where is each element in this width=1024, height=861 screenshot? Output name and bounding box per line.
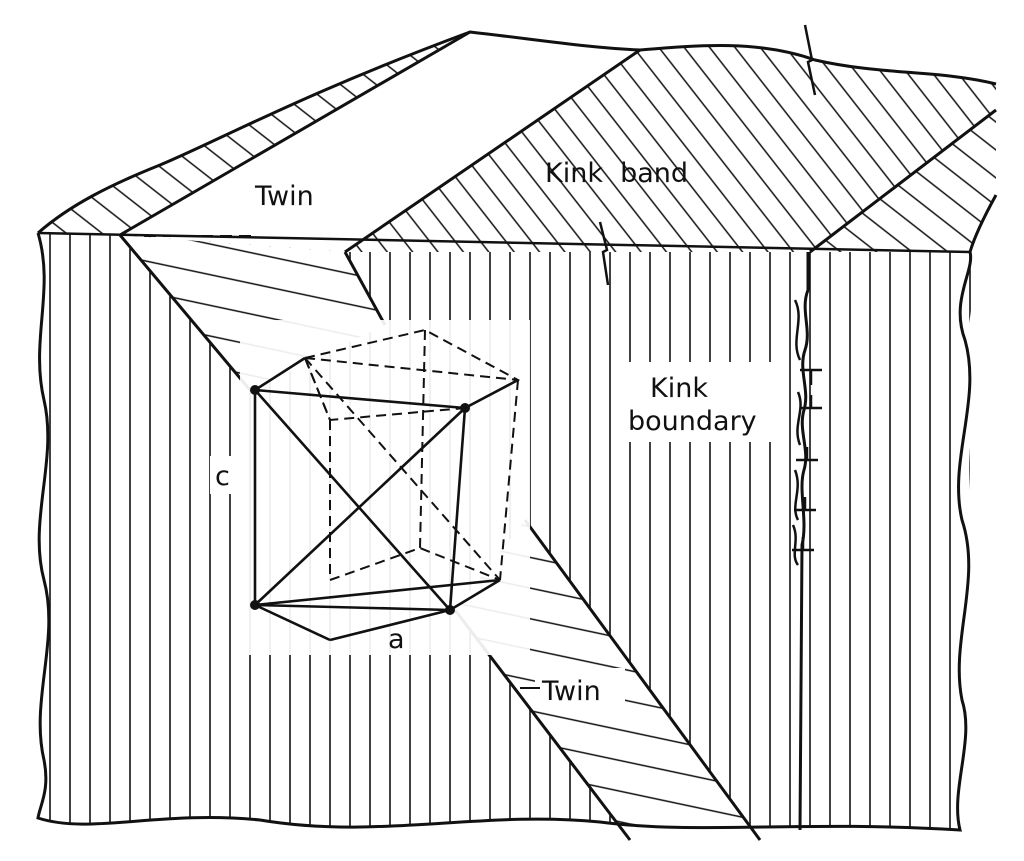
kink-boundary-line bbox=[798, 252, 810, 831]
label-kink-boundary-line2: boundary bbox=[628, 406, 757, 437]
atom-top-right bbox=[460, 403, 470, 413]
label-axis-c: c bbox=[215, 461, 230, 492]
dislocation-symbols bbox=[791, 299, 822, 566]
front-outline bbox=[36, 232, 973, 832]
label-kink-boundary-line1: Kink bbox=[650, 373, 708, 404]
atom-bottom-left bbox=[250, 600, 260, 610]
unit-cell bbox=[240, 320, 530, 655]
top-right-edge bbox=[968, 194, 998, 253]
unit-cell-solid-edges bbox=[253, 356, 519, 642]
top-kink-band-region bbox=[345, 45, 996, 252]
label-kink-band: Kink band bbox=[545, 158, 688, 189]
top-edge-twin-boundary-2 bbox=[344, 48, 641, 254]
twin-upper-edge-right bbox=[343, 251, 387, 326]
label-twin-top: Twin bbox=[254, 181, 314, 212]
label-axis-a: a bbox=[388, 624, 405, 655]
crack-symbol-top bbox=[803, 24, 817, 96]
atom-bottom-right bbox=[445, 605, 455, 615]
top-face-left-strip bbox=[38, 32, 470, 235]
twin-upper-edge-left bbox=[118, 234, 252, 391]
atom-top-left bbox=[250, 385, 260, 395]
top-edge-kink-boundary bbox=[809, 108, 997, 254]
top-twin-region bbox=[120, 32, 640, 252]
twin-lower-edge-right bbox=[523, 519, 762, 841]
top-edge-twin-boundary-1 bbox=[119, 30, 471, 237]
front-top-edge bbox=[37, 231, 971, 254]
label-twin-bottom: Twin bbox=[541, 676, 601, 707]
top-outline bbox=[37, 30, 997, 235]
